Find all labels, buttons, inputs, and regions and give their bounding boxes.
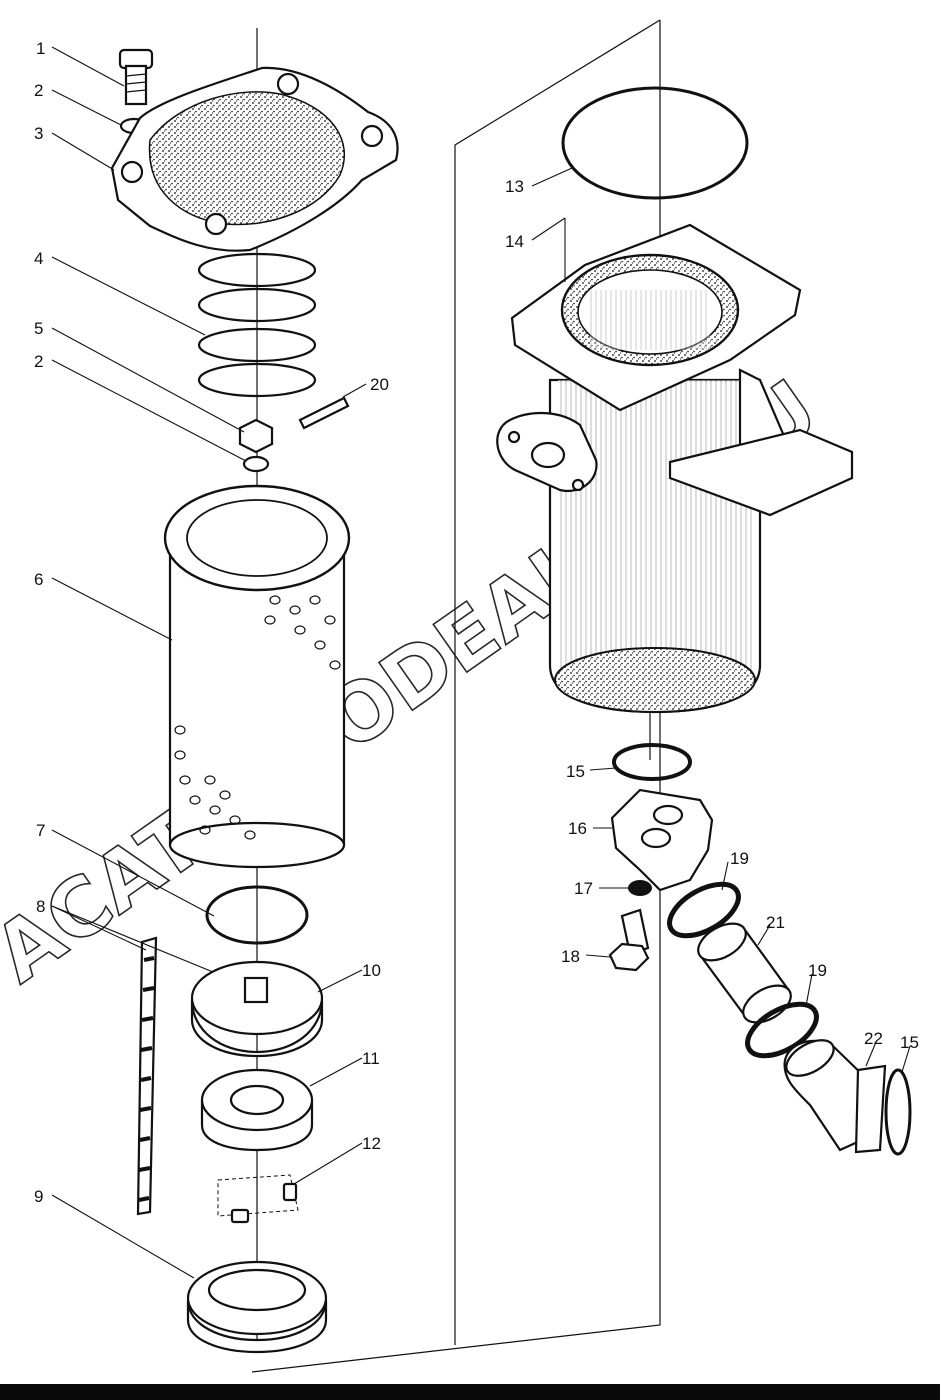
callout-15: 15	[566, 762, 585, 781]
thick-ring-part-11	[200, 1068, 314, 1152]
callout-6: 6	[34, 570, 43, 589]
slotted-nut-part-9	[186, 1260, 328, 1354]
callout-2-lower: 2	[34, 352, 43, 371]
callout-22: 22	[864, 1029, 883, 1048]
o-ring-part-13	[561, 86, 749, 200]
callout-17: 17	[574, 879, 593, 898]
callout-1: 1	[36, 39, 45, 58]
bottom-bar	[0, 1384, 940, 1400]
callout-12: 12	[362, 1134, 381, 1153]
callout-21: 21	[766, 913, 785, 932]
nut-part-5	[238, 418, 274, 454]
callout-16: 16	[568, 819, 587, 838]
callout-19-lower: 19	[808, 961, 827, 980]
callout-7: 7	[36, 821, 45, 840]
filter-element-part-6	[163, 484, 351, 869]
callout-10: 10	[362, 961, 381, 980]
bolt-part-18	[608, 908, 650, 972]
elbow-part-22	[783, 1039, 887, 1154]
o-ring-part-17	[628, 880, 652, 896]
callout-19: 19	[730, 849, 749, 868]
callout-4: 4	[34, 249, 43, 268]
callout-3: 3	[34, 124, 43, 143]
bolt-part-1	[118, 48, 154, 106]
callout-5: 5	[34, 319, 43, 338]
callout-14: 14	[505, 232, 524, 251]
set-screws-part-12	[217, 1174, 299, 1224]
slotted-plate-part-10	[190, 960, 324, 1058]
spring-part-4	[197, 252, 317, 398]
seal-part-19a	[667, 881, 741, 939]
callout-20: 20	[370, 375, 389, 394]
callout-9: 9	[34, 1187, 43, 1206]
gasket-strip-part-8	[136, 936, 158, 1216]
flange-part-16	[610, 788, 714, 892]
callout-8: 8	[36, 897, 45, 916]
callout-18: 18	[561, 947, 580, 966]
callout-11: 11	[362, 1049, 380, 1068]
callout-2: 2	[34, 81, 43, 100]
ring-part-15b	[884, 1068, 912, 1156]
cover-part-3	[110, 66, 399, 252]
callout-labels: 1 2 3 4 5 2 20 6 7 8 10 11 12 9 13 14 15…	[34, 39, 919, 1206]
ring-part-7	[205, 885, 309, 945]
washer-part-2b	[242, 455, 270, 473]
seal-part-15a	[612, 743, 692, 781]
callout-13: 13	[505, 177, 524, 196]
callout-15-lower: 15	[900, 1033, 919, 1052]
leader-lines	[51, 46, 911, 1279]
tube-part-21	[697, 922, 792, 1024]
pin-part-20	[298, 396, 350, 430]
filter-housing-part-14	[496, 223, 854, 714]
